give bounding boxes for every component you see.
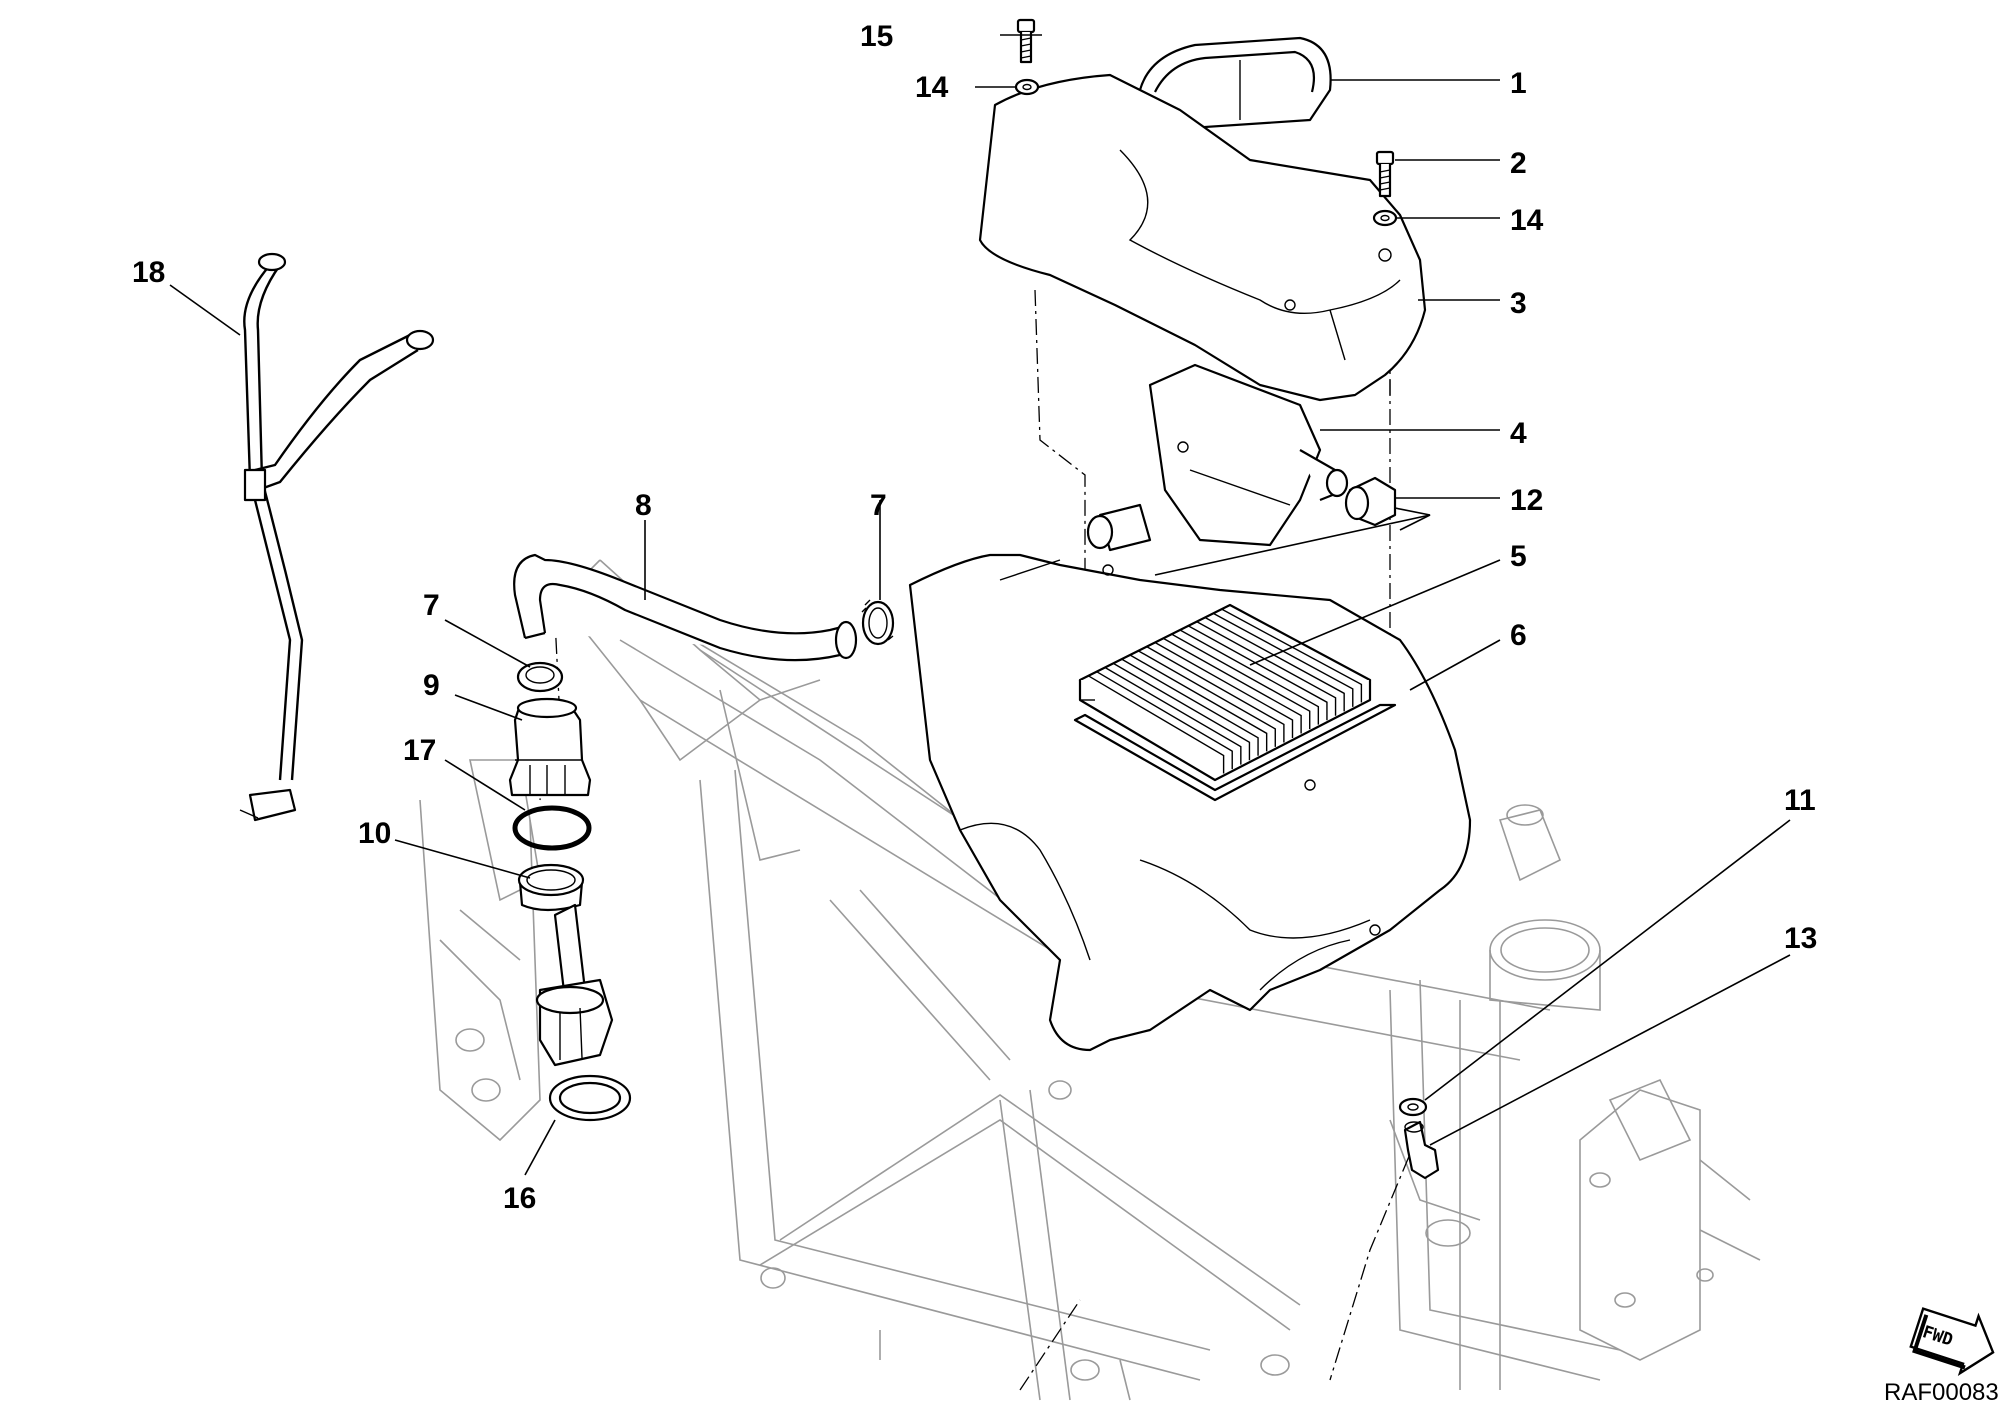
filter-rib — [1121, 658, 1259, 756]
part-4-filter-holder — [1086, 363, 1349, 552]
part-14-washer-side — [1372, 209, 1398, 227]
part-12-rubber-grommet — [1344, 476, 1397, 527]
part-1-intake-duct — [1138, 36, 1332, 132]
part-5-air-filter — [1073, 603, 1397, 802]
part-18-vent-hoses — [239, 252, 435, 822]
part-10-oil-filler-neck — [517, 863, 614, 1067]
filter-rib — [1187, 625, 1328, 721]
callout-13: 13 — [1784, 922, 1817, 955]
callout-12: 12 — [1510, 484, 1543, 517]
callout-1: 1 — [1510, 67, 1527, 100]
filter-rib — [1129, 654, 1268, 752]
drawing-code: RAF00083 — [1884, 1379, 1999, 1406]
callout-17: 17 — [403, 734, 436, 767]
filter-rib — [1104, 666, 1242, 765]
callout-18: 18 — [132, 256, 165, 289]
filter-rib — [1179, 629, 1320, 725]
callout-10: 10 — [358, 817, 391, 850]
filter-rib — [1112, 662, 1251, 761]
filter-rib — [1162, 637, 1302, 734]
filter-rib — [1212, 612, 1354, 707]
filter-rib — [1154, 641, 1294, 738]
callout-14-side: 14 — [1510, 204, 1544, 237]
filter-rib — [1196, 621, 1337, 716]
callout-9: 9 — [423, 669, 440, 702]
callout-7-right: 7 — [870, 489, 887, 522]
filter-rib — [1146, 646, 1285, 743]
callout-16: 16 — [503, 1182, 536, 1215]
filter-rib — [1096, 671, 1233, 770]
callout-8: 8 — [635, 489, 652, 522]
callout-14-top: 14 — [915, 71, 949, 104]
part-13-bushing — [1403, 1120, 1440, 1180]
callout-15: 15 — [860, 20, 893, 53]
callout-7-left: 7 — [423, 589, 440, 622]
part-3-airbox-cover — [978, 73, 1427, 402]
part-15-screw — [1016, 18, 1036, 64]
motorcycle-frame — [419, 559, 1761, 1401]
callout-6: 6 — [1510, 619, 1527, 652]
part-16-sealing-washer — [548, 1074, 632, 1122]
callout-3: 3 — [1510, 287, 1527, 320]
part-17-o-ring — [512, 805, 592, 851]
part-14-washer-top — [1014, 78, 1040, 96]
filter-rib — [1204, 616, 1345, 712]
fwd-direction-badge: FWD — [1909, 1307, 1995, 1376]
callout-2: 2 — [1510, 147, 1527, 180]
filter-rib — [1087, 675, 1225, 774]
leader-lines — [169, 34, 1791, 1176]
callout-11: 11 — [1784, 784, 1816, 817]
part-8-breather-hose — [513, 553, 858, 662]
part-7-hose-clamps — [516, 599, 895, 693]
part-9-breather-valve — [508, 697, 592, 797]
filter-rib — [1137, 650, 1276, 747]
callout-labels: 1 2 3 4 5 6 7 7 8 9 10 11 12 13 14 14 15… — [132, 20, 1817, 1215]
filter-rib — [1221, 608, 1363, 703]
filter-ribs — [1087, 608, 1363, 774]
part-11-washer — [1398, 1097, 1428, 1117]
callout-5: 5 — [1510, 540, 1527, 573]
part-2-screw — [1375, 150, 1395, 198]
filter-rib — [1171, 633, 1311, 730]
callout-4: 4 — [1510, 417, 1527, 450]
